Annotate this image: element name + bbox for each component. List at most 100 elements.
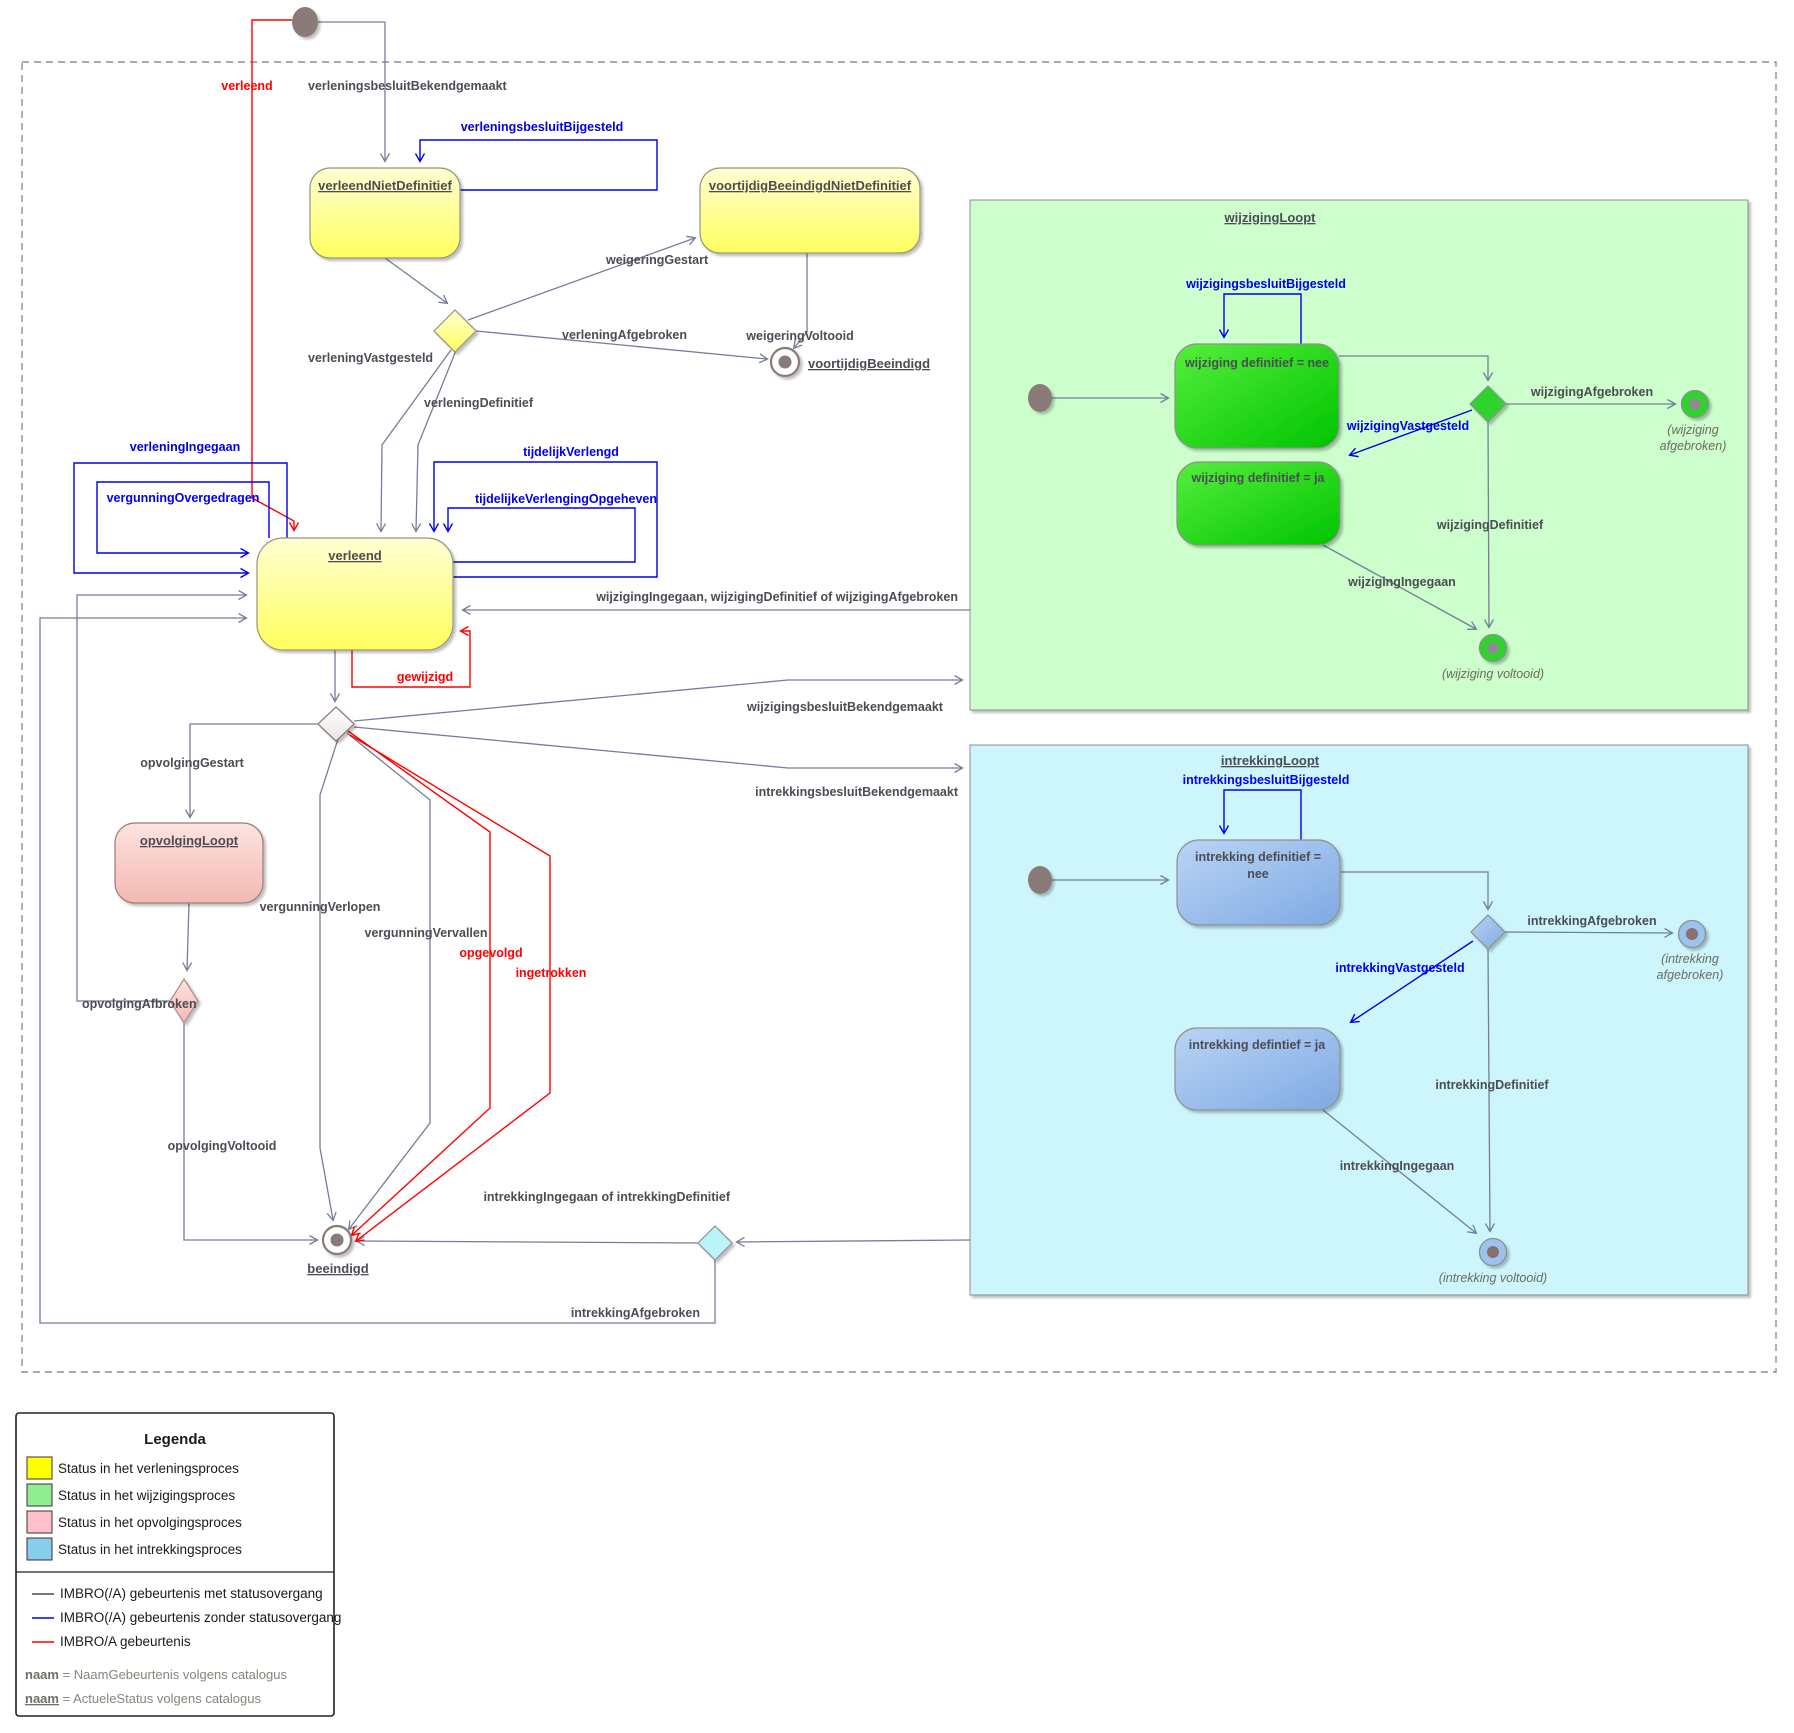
legend-swatch-wijziging — [26, 1483, 53, 1507]
state-title-wijziging-definitief-ja: wijziging definitief = ja — [1191, 471, 1326, 485]
label-intrekkingsbesluitBekendgemaakt: intrekkingsbesluitBekendgemaakt — [755, 785, 959, 799]
initial-node-wijziging[interactable] — [1028, 384, 1052, 412]
label-tijdelijkeVerlengingOpgeheven: tijdelijkeVerlengingOpgeheven — [475, 492, 657, 506]
legend-title: Legenda — [144, 1431, 206, 1448]
label-wijzigingAfgebroken: wijzigingAfgebroken — [1530, 385, 1653, 399]
region-title-intrekkingLoopt: intrekkingLoopt — [1221, 753, 1320, 768]
final-wijziging-afgebroken[interactable] — [1680, 389, 1710, 419]
final-intrekking-afgebroken[interactable] — [1677, 919, 1707, 949]
state-verleend[interactable] — [256, 537, 454, 651]
legend-box — [15, 1412, 335, 1717]
initial-node-main[interactable] — [292, 7, 318, 37]
transition-labels: verleend verleningsbesluitBekendgemaakt … — [82, 79, 1726, 1320]
state-intrekking-definitief-ja[interactable] — [1174, 1027, 1341, 1111]
label-intrekkingsbesluitBijgesteld: intrekkingsbesluitBijgesteld — [1183, 773, 1350, 787]
state-voortijdigBeeindigdNietDefinitief[interactable] — [699, 167, 921, 254]
state-title-intrekking-definitief-nee-line2: nee — [1247, 867, 1269, 881]
state-title-verleend: verleend — [328, 548, 382, 563]
label-opgevolgd: opgevolgd — [459, 946, 522, 960]
legend-swatch-opvolging — [26, 1510, 53, 1534]
label-vergunningVervallen: vergunningVervallen — [365, 926, 488, 940]
legend-label-opvolging: Status in het opvolgingsproces — [58, 1515, 242, 1530]
transitions-gray — [39, 21, 1675, 1324]
choice-intrekking[interactable] — [1470, 914, 1506, 950]
label-verleningVastgesteld: verleningVastgesteld — [308, 351, 433, 365]
label-intrekkingDefinitief: intrekkingDefinitief — [1435, 1078, 1549, 1092]
state-wijziging-definitief-nee[interactable] — [1174, 343, 1340, 449]
transitions-blue — [73, 139, 1474, 1022]
final-beeindigd[interactable] — [321, 1224, 353, 1256]
label-verleningsbesluitBekendgemaakt: verleningsbesluitBekendgemaakt — [308, 79, 508, 93]
label-ingetrokken: ingetrokken — [516, 966, 587, 980]
label-voortijdigBeeindigd: voortijdigBeeindigd — [808, 356, 930, 371]
label-wijzigingIngegaan: wijzigingIngegaan — [1347, 575, 1456, 589]
label-verleningIngegaan: verleningIngegaan — [130, 440, 240, 454]
label-intrekkingIngegaan: intrekkingIngegaan — [1340, 1159, 1455, 1173]
state-title-intrekking-definitief-ja: intrekking defintief = ja — [1189, 1038, 1327, 1052]
state-title-wijziging-definitief-nee: wijziging definitief = nee — [1184, 356, 1329, 370]
label-tijdelijkVerlengd: tijdelijkVerlengd — [523, 445, 619, 459]
legend-line-label-0: IMBRO(/A) gebeurtenis met statusovergang — [60, 1586, 323, 1601]
label-weigeringVoltooid: weigeringVoltooid — [745, 329, 853, 343]
label-gewijzigd: gewijzigd — [397, 670, 453, 684]
region-intrekkingLoopt[interactable] — [969, 744, 1749, 1296]
legend-note-naam-status: naam = ActueleStatus volgens catalogus — [25, 1691, 261, 1706]
legend: Legenda Status in het verleningsproces S… — [15, 1412, 341, 1717]
choice-opvolging[interactable] — [169, 977, 199, 1025]
state-title-intrekking-definitief-nee-line1: intrekking definitief = — [1195, 850, 1321, 864]
final-wijziging-voltooid[interactable] — [1478, 633, 1508, 663]
label-intrekkingVastgesteld: intrekkingVastgesteld — [1335, 961, 1464, 975]
caption-wijziging-afgebroken-line1: (wijziging — [1667, 423, 1718, 437]
label-intrekkingAfgebroken: intrekkingAfgebroken — [1527, 914, 1656, 928]
state-wijziging-definitief-ja[interactable] — [1176, 461, 1341, 546]
label-beeindigd: beeindigd — [307, 1261, 368, 1276]
label-wijziging-return: wijzigingIngegaan, wijzigingDefinitief o… — [595, 590, 958, 604]
label-wijzigingDefinitief: wijzigingDefinitief — [1436, 518, 1544, 532]
state-verleendNietDefinitief[interactable] — [309, 167, 461, 259]
label-weigeringGestart: weigeringGestart — [605, 253, 709, 267]
initial-node-intrekking[interactable] — [1028, 866, 1052, 894]
label-intrekkingAfgebroken-return: intrekkingAfgebroken — [571, 1306, 700, 1320]
choice-verlening[interactable] — [433, 309, 477, 353]
caption-intrekking-voltooid: (intrekking voltooid) — [1439, 1271, 1547, 1285]
choice-beeindigd[interactable] — [697, 1225, 733, 1261]
legend-line-label-1: IMBRO(/A) gebeurtenis zonder statusoverg… — [60, 1610, 341, 1625]
caption-intrekking-afgebroken-line2: afgebroken) — [1657, 968, 1724, 982]
label-wijzigingsbesluitBijgesteld: wijzigingsbesluitBijgesteld — [1185, 277, 1346, 291]
state-intrekking-definitief-nee[interactable] — [1176, 839, 1341, 926]
caption-intrekking-afgebroken-line1: (intrekking — [1661, 952, 1719, 966]
label-verleningAfgebroken: verleningAfgebroken — [562, 328, 687, 342]
label-wijzigingVastgesteld: wijzigingVastgesteld — [1346, 419, 1469, 433]
legend-label-intrekking: Status in het intrekkingsproces — [58, 1542, 242, 1557]
label-vergunningOvergedragen: vergunningOvergedragen — [107, 491, 260, 505]
label-opvolgingVoltooid: opvolgingVoltooid — [168, 1139, 277, 1153]
legend-label-verlening: Status in het verleningsproces — [58, 1461, 239, 1476]
state-opvolgingLoopt[interactable] — [114, 822, 264, 904]
label-wijzigingsbesluitBekendgemaakt: wijzigingsbesluitBekendgemaakt — [746, 700, 944, 714]
caption-wijziging-afgebroken-line2: afgebroken) — [1660, 439, 1727, 453]
legend-label-wijziging: Status in het wijzigingsproces — [58, 1488, 235, 1503]
caption-wijziging-voltooid: (wijziging voltooid) — [1442, 667, 1544, 681]
final-intrekking-voltooid[interactable] — [1478, 1237, 1508, 1267]
region-wijzigingLoopt[interactable] — [969, 199, 1749, 711]
label-verleningDefinitief: verleningDefinitief — [424, 396, 534, 410]
final-voortijdigBeeindigd[interactable] — [769, 346, 801, 378]
choice-verleend-exit[interactable] — [317, 706, 355, 742]
label-vergunningVerlopen: vergunningVerlopen — [260, 900, 381, 914]
label-opvolgingAfbroken: opvolgingAfbroken — [82, 997, 197, 1011]
state-title-opvolgingLoopt: opvolgingLoopt — [140, 833, 239, 848]
diagram-frame — [21, 61, 1777, 1373]
transitions-red — [251, 19, 551, 1241]
label-verleningsbesluitBijgesteld: verleningsbesluitBijgesteld — [461, 120, 624, 134]
state-title-voortijdigBeeindigdNietDefinitief: voortijdigBeeindigdNietDefinitief — [709, 178, 912, 193]
legend-note-naam-gebeurtenis: naam = NaamGebeurtenis volgens catalogus — [25, 1667, 287, 1682]
label-opvolgingGestart: opvolgingGestart — [140, 756, 244, 770]
choice-wijziging[interactable] — [1469, 385, 1507, 423]
legend-line-label-2: IMBRO/A gebeurtenis — [60, 1634, 191, 1649]
state-title-verleendNietDefinitief: verleendNietDefinitief — [318, 178, 452, 193]
label-verleend-event: verleend — [221, 79, 272, 93]
legend-swatch-verlening — [26, 1456, 53, 1480]
legend-swatch-intrekking — [26, 1537, 53, 1561]
